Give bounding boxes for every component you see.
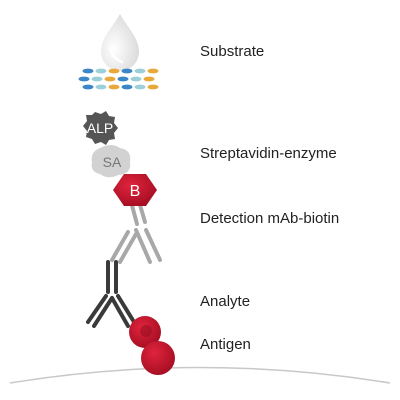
substrate-dot xyxy=(143,76,155,82)
substrate-dot xyxy=(78,76,90,82)
substrate-dot xyxy=(95,68,107,74)
detection-antibody xyxy=(110,196,162,264)
sa-label: SA xyxy=(103,154,122,170)
substrate-drop-icon xyxy=(101,14,139,71)
substrate-dot xyxy=(82,84,94,90)
label-analyte: Analyte xyxy=(200,293,251,310)
substrate-dot xyxy=(91,76,103,82)
substrate-dot xyxy=(134,68,146,74)
substrate-dot xyxy=(147,84,159,90)
alp-enzyme: ALP xyxy=(83,111,118,145)
substrate-dot xyxy=(121,68,133,74)
label-substrate: Substrate xyxy=(200,43,265,60)
plate-surface-line xyxy=(9,366,391,384)
alp-label: ALP xyxy=(87,120,113,136)
substrate-dot xyxy=(134,84,146,90)
substrate-dot xyxy=(147,68,159,74)
substrate-dot xyxy=(121,84,133,90)
analyte-antibody xyxy=(86,260,136,328)
antigen xyxy=(129,316,175,375)
biotin-hexagon-icon xyxy=(113,174,157,206)
substrate-dots xyxy=(78,68,159,90)
label-detection-mab-biotin: Detection mAb-biotin xyxy=(200,210,340,227)
substrate-dot xyxy=(117,76,129,82)
substrate-dot xyxy=(108,84,120,90)
substrate-dot xyxy=(82,68,94,74)
biotin: B xyxy=(113,174,157,206)
substrate-dot xyxy=(104,76,116,82)
substrate-dot xyxy=(95,84,107,90)
substrate-dot xyxy=(130,76,142,82)
antigen-blob-2-icon xyxy=(141,341,175,375)
label-antigen: Antigen xyxy=(200,336,251,353)
streptavidin: SA xyxy=(91,145,131,178)
label-streptavidin-enzyme: Streptavidin-enzyme xyxy=(200,145,337,162)
biotin-label: B xyxy=(130,183,141,200)
sa-shape-icon xyxy=(91,145,131,178)
alp-shape-icon xyxy=(83,111,118,145)
substrate-dot xyxy=(108,68,120,74)
